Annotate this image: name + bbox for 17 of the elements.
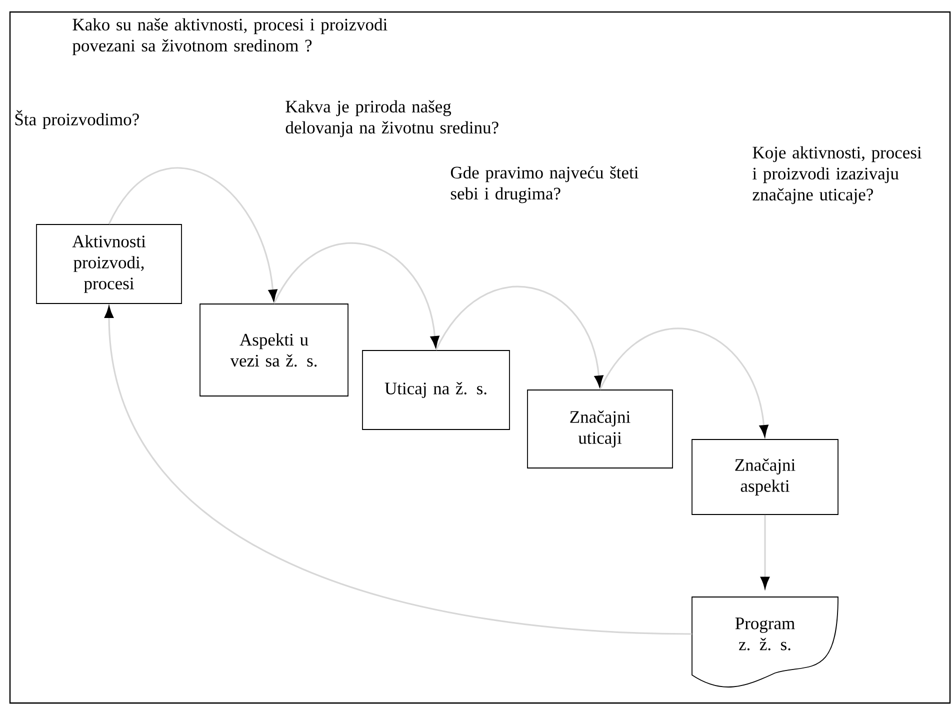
document-box: Program z. ž. s. [692,596,838,688]
arrow [435,286,604,387]
process-box: Značajni uticaji [527,390,673,468]
arrow [760,514,770,588]
question-text: Kako su naše aktivnosti, procesi i proizvodi povezani sa životnom sredinom ? [72,18,388,56]
arrow [599,328,768,436]
process-box: Značajni aspekti [692,439,838,515]
question-text: Gde pravimo najveću šteti sebi i drugima? [450,166,638,204]
process-box: Uticaj na ž. s. [362,350,510,430]
process-box: Aktivnosti proizvodi, procesi [36,224,182,304]
process-box: Aspekti u vezi sa ž. s. [200,304,348,396]
arrow [273,242,440,348]
question-text: Koje aktivnosti, procesi i proizvodi izazivaju značajne uticaje? [752,146,922,204]
question-text: Kakva je priroda našeg delovanja na životnu sredinu? [286,100,498,138]
arrow [104,306,692,635]
arrow [108,167,278,301]
question-text: Šta proizvodimo? [15,110,139,129]
